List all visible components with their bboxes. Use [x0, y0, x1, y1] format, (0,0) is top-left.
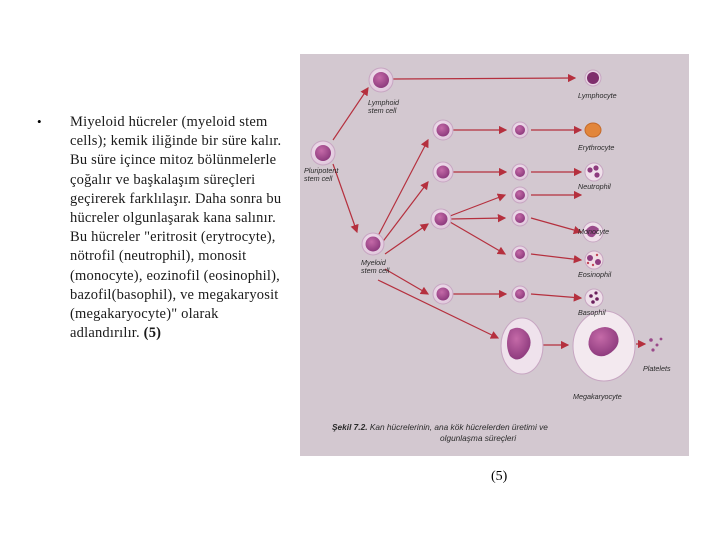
label-pluripotent-2: stem cell [304, 174, 333, 183]
arrow-r3-eos [450, 222, 505, 254]
arrow-r3-neutro [450, 195, 505, 216]
progenitor-column-2 [512, 122, 528, 302]
body-paragraph: Miyeloid hücreler (myeloid stem cells); … [70, 114, 281, 341]
arrow-lymphoid-lymphocyte [393, 78, 575, 79]
label-eosinophil: Eosinophil [578, 270, 612, 279]
arrow-mono [531, 218, 581, 232]
lymphoid-stem-cell [369, 68, 393, 92]
label-basophil: Basophil [578, 308, 606, 317]
progenitor-column-1 [431, 120, 453, 304]
figure-caption-line1: Şekil 7.2. Kan hücrelerinin, ana kök hüc… [332, 422, 548, 432]
label-myeloid-2: stem cell [361, 266, 390, 275]
arrow-pluri-lymphoid [333, 88, 368, 140]
neutrophil-cell [585, 163, 603, 181]
arrow-eos [531, 254, 581, 260]
arrow-r3-mono [450, 218, 505, 219]
label-lymphocyte: Lymphocyte [578, 91, 617, 100]
figure-source: (5) [491, 469, 507, 485]
label-erythrocyte: Erythrocyte [578, 143, 614, 152]
figure-caption-line2: olgunlaşma süreçleri [440, 433, 517, 443]
basophil-cell [585, 289, 603, 307]
myeloid-stem-cell [362, 233, 384, 255]
arrow-myeloid-branch2 [381, 182, 428, 244]
lymphocyte-cell [585, 70, 601, 86]
label-platelets: Platelets [643, 364, 671, 373]
label-neutrophil: Neutrophil [578, 182, 611, 191]
hematopoiesis-figure: Pluripotent stem cell Lymphoid stem cell… [300, 54, 689, 456]
label-lymphoid-2: stem cell [368, 106, 397, 115]
citation: (5) [144, 325, 162, 341]
megakaryocyte-cell [573, 311, 635, 381]
bullet-marker: • [37, 114, 42, 130]
eosinophil-cell [585, 251, 603, 269]
label-monocyte: Monocyte [578, 227, 609, 236]
label-megakaryocyte: Megakaryocyte [573, 392, 622, 401]
erythrocyte-cell [585, 123, 601, 137]
megakaryoblast [501, 318, 543, 374]
body-text: Miyeloid hücreler (myeloid stem cells); … [70, 113, 292, 343]
pluripotent-stem-cell [311, 141, 335, 165]
arrow-myeloid-branch4 [385, 269, 428, 294]
arrow-baso-b [531, 294, 581, 298]
arrow-myeloid-branch3 [385, 224, 428, 254]
platelets-cluster [649, 338, 662, 352]
arrow-myeloid-branch1 [378, 140, 428, 236]
